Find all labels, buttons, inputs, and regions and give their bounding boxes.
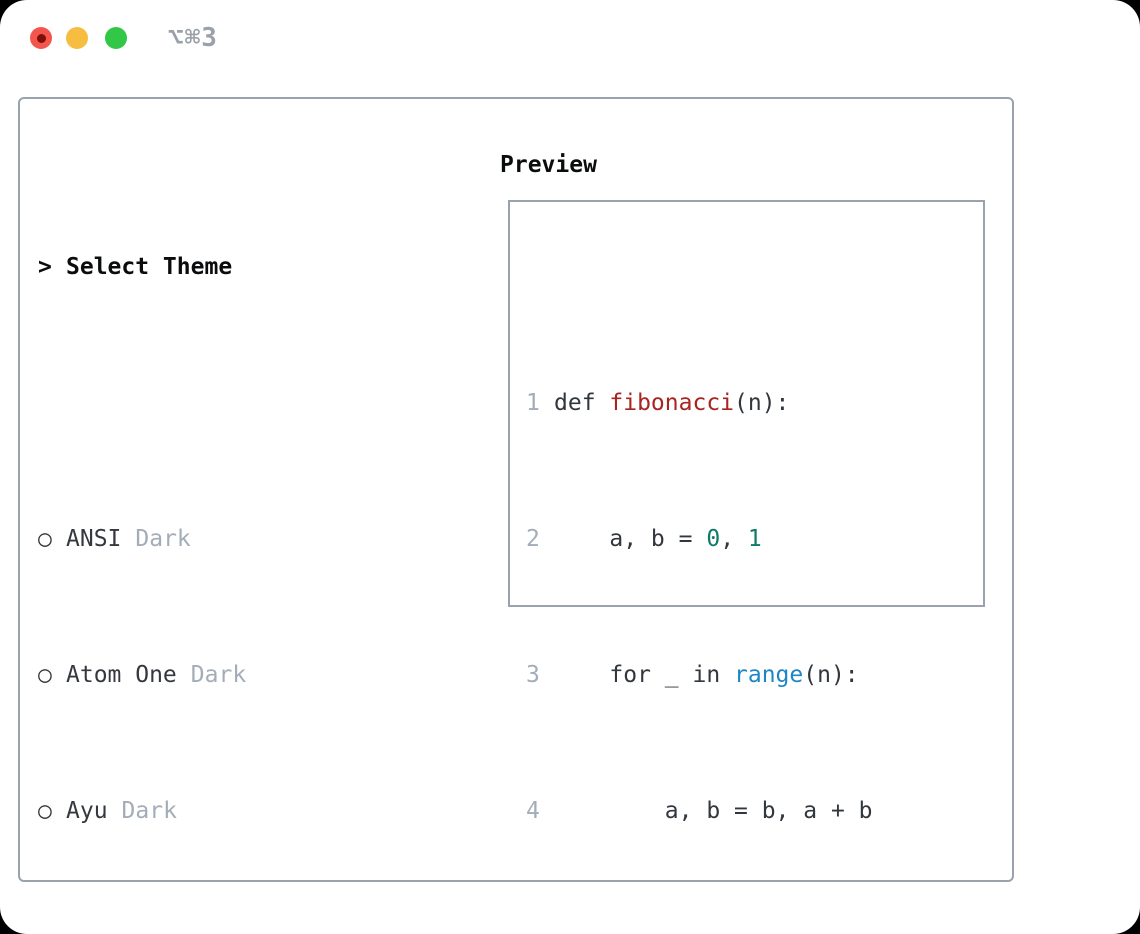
line-number: 3: [526, 662, 540, 688]
theme-name: Atom One: [66, 662, 177, 688]
radio-icon: ○: [38, 930, 66, 934]
code-text: for _ in range(n):: [554, 662, 859, 688]
preview-box: 1 def fibonacci(n): 2 a, b = 0, 1 3 for _…: [508, 200, 985, 824]
theme-option[interactable]: ○DefaultDark: [38, 930, 426, 934]
line-number: 5: [526, 930, 554, 934]
zoom-button[interactable]: [105, 27, 127, 49]
preview-title: Preview: [500, 152, 597, 178]
code-text: a, b = b, a + b: [554, 798, 873, 824]
radio-icon: ○: [38, 662, 52, 688]
close-button[interactable]: [30, 27, 52, 49]
code-line: 5 return a: [526, 930, 942, 934]
code-line: 2 a, b = 0, 1: [526, 522, 942, 556]
line-number: 1: [526, 390, 540, 416]
line-number: 4: [526, 798, 540, 824]
line-number: 2: [526, 526, 540, 552]
theme-list-title: Select Theme: [66, 254, 233, 280]
titlebar: ⌥⌘3: [30, 23, 218, 53]
code-line: 1 def fibonacci(n):: [526, 386, 942, 420]
minimize-button[interactable]: [66, 27, 88, 49]
cursor-icon: >: [38, 254, 52, 280]
code-text: def fibonacci(n):: [554, 390, 790, 416]
window-title: ⌥⌘3: [168, 23, 218, 53]
radio-icon: ○: [38, 526, 52, 552]
theme-name: ANSI: [66, 526, 122, 552]
theme-variant-badge: Dark: [121, 798, 177, 824]
theme-option[interactable]: ○ Atom One Dark: [38, 658, 426, 692]
code-line: 4 a, b = b, a + b: [526, 794, 942, 828]
theme-list-header: > Select Theme: [38, 250, 426, 284]
theme-variant-badge: Dark: [190, 662, 247, 688]
theme-name: Ayu: [66, 798, 108, 824]
code-text: a, b = 0, 1: [554, 526, 762, 552]
code-line: 3 for _ in range(n):: [526, 658, 942, 692]
theme-option[interactable]: ○ ANSI Dark: [38, 522, 426, 556]
theme-option[interactable]: ○ Ayu Dark: [38, 794, 426, 828]
radio-icon: ○: [38, 798, 52, 824]
theme-variant-badge: Dark: [135, 526, 191, 552]
preview-code: 1 def fibonacci(n): 2 a, b = 0, 1 3 for _…: [526, 250, 942, 934]
